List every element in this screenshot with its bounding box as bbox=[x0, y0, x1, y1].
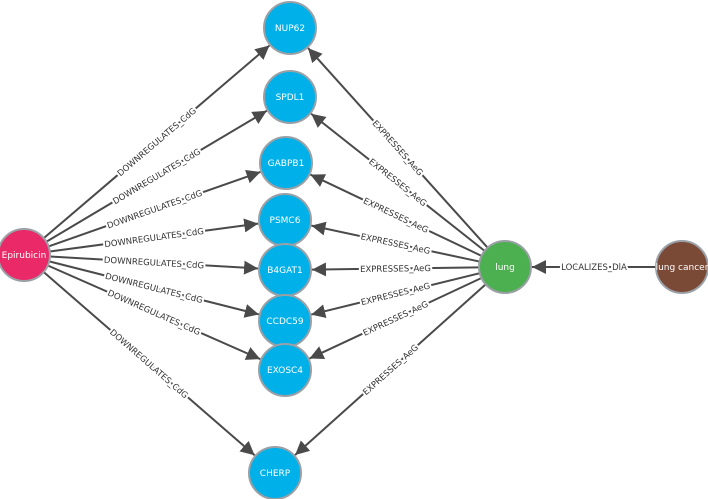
node-spdl1[interactable]: SPDL1 bbox=[263, 70, 317, 124]
edge-epirubicin-ccdc59 bbox=[48, 260, 260, 318]
edge-epirubicin-psmc6 bbox=[49, 218, 259, 253]
node-label: CHERP bbox=[260, 469, 291, 479]
edge-label: DOWNREGULATES_CdG bbox=[107, 328, 189, 401]
node-circle[interactable] bbox=[0, 228, 51, 282]
edge-lung-psmc6 bbox=[311, 221, 480, 263]
edge-label: DOWNREGULATES_CdG bbox=[104, 256, 205, 272]
node-ccdc59[interactable]: CCDC59 bbox=[258, 294, 312, 348]
node-epirubicin[interactable]: Epirubicin bbox=[0, 228, 51, 282]
node-label: CCDC59 bbox=[266, 317, 304, 327]
node-label: PSMC6 bbox=[270, 216, 301, 226]
edge-lung-ccdc59 bbox=[310, 272, 480, 319]
edge-epirubicin-nup62 bbox=[43, 44, 271, 239]
edge-label: DOWNREGULATES_CdG bbox=[104, 227, 205, 250]
node-cherp[interactable]: CHERP bbox=[248, 446, 302, 499]
edge-epirubicin-gabpb1 bbox=[48, 169, 261, 248]
node-label: lung cancer bbox=[656, 263, 708, 273]
edge-lung-nup62 bbox=[307, 47, 489, 249]
edge-label-halo: LOCALIZES_DlA bbox=[561, 263, 627, 273]
node-psmc6[interactable]: PSMC6 bbox=[258, 193, 312, 247]
node-b4gat1[interactable]: B4GAT1 bbox=[258, 243, 312, 297]
edge-label: EXPRESSES_AeG bbox=[361, 343, 420, 398]
edge-epirubicin-spdl1 bbox=[45, 109, 268, 243]
edge-lung-spdl1 bbox=[310, 112, 486, 252]
edge-label-halo: EXPRESSES_AeG bbox=[360, 264, 431, 275]
node-lung-cancer[interactable]: lung cancer bbox=[655, 240, 708, 294]
edges-layer bbox=[42, 44, 656, 457]
edge-lung-exosc4 bbox=[309, 277, 482, 360]
node-circle[interactable] bbox=[263, 1, 317, 55]
edge-lung-cherp bbox=[294, 283, 487, 456]
node-label: GABPB1 bbox=[268, 159, 305, 169]
edge-epirubicin-cherp bbox=[42, 271, 256, 457]
node-label: B4GAT1 bbox=[267, 266, 303, 276]
node-nup62[interactable]: NUP62 bbox=[263, 1, 317, 55]
node-label: lung bbox=[495, 263, 515, 273]
node-circle[interactable] bbox=[258, 343, 312, 397]
node-label: NUP62 bbox=[275, 24, 305, 34]
node-label: SPDL1 bbox=[276, 93, 305, 103]
node-label: EXOSC4 bbox=[267, 366, 303, 376]
node-label: Epirubicin bbox=[2, 251, 47, 261]
edge-label: EXPRESSES_AeG bbox=[360, 264, 431, 275]
edge-label: LOCALIZES_DlA bbox=[561, 263, 627, 273]
edge-lung-b4gat1 bbox=[311, 262, 480, 277]
node-circle[interactable] bbox=[259, 136, 313, 190]
node-circle[interactable] bbox=[478, 240, 532, 294]
edge-epirubicin-b4gat1 bbox=[49, 255, 259, 275]
node-lung[interactable]: lung bbox=[478, 240, 532, 294]
edge-lung-gabpb1 bbox=[309, 173, 482, 257]
node-gabpb1[interactable]: GABPB1 bbox=[259, 136, 313, 190]
edge-epirubicin-exosc4 bbox=[47, 264, 261, 361]
node-circle[interactable] bbox=[263, 70, 317, 124]
node-circle[interactable] bbox=[655, 240, 708, 294]
edge-label: EXPRESSES_AeG bbox=[360, 232, 431, 257]
edge-labels-layer: DOWNREGULATES_CdGDOWNREGULATES_CdGDOWNRE… bbox=[102, 104, 629, 403]
node-circle[interactable] bbox=[248, 446, 302, 499]
edge-label: DOWNREGULATES_CdG bbox=[116, 106, 199, 179]
node-exosc4[interactable]: EXOSC4 bbox=[258, 343, 312, 397]
